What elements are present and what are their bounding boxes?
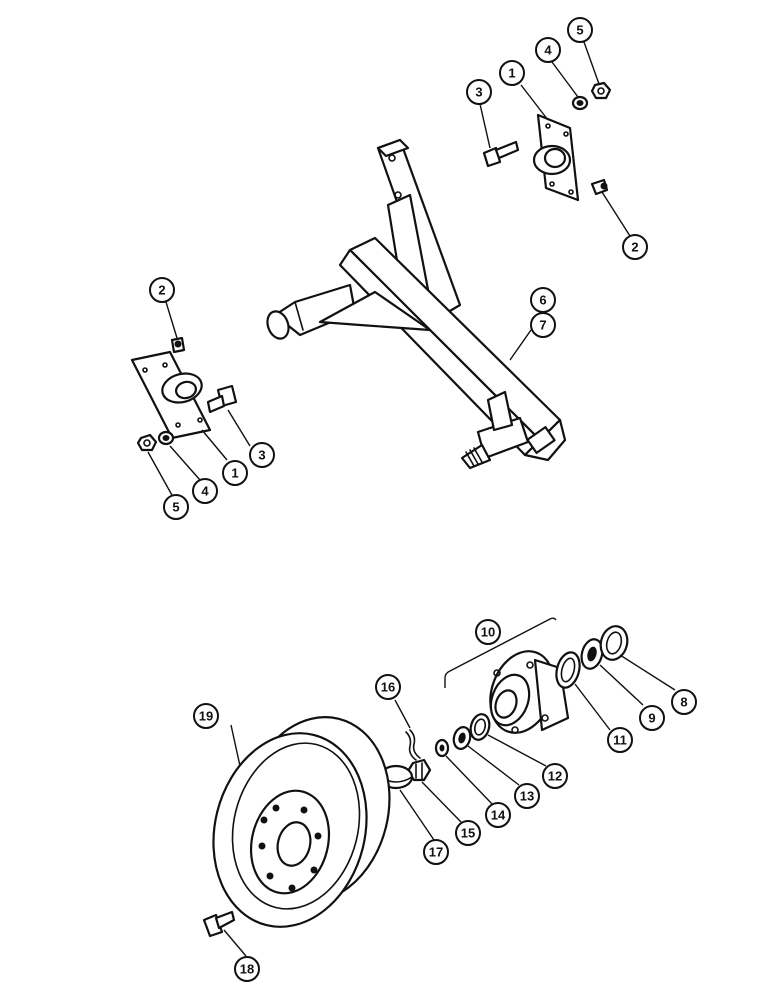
wheel-bolt	[202, 910, 236, 938]
svg-text:15: 15	[461, 826, 475, 841]
bolt-right	[482, 140, 520, 168]
svg-text:10: 10	[481, 625, 495, 640]
svg-text:6: 6	[539, 293, 546, 308]
svg-text:3: 3	[475, 85, 482, 100]
callout-12: 12	[542, 763, 568, 789]
svg-text:14: 14	[491, 808, 506, 823]
svg-text:16: 16	[381, 680, 395, 695]
svg-text:1: 1	[231, 466, 238, 481]
svg-text:1: 1	[508, 66, 515, 81]
svg-text:7: 7	[539, 318, 546, 333]
callout-15: 15	[455, 820, 481, 846]
callout-1-right: 1	[499, 60, 525, 86]
svg-text:5: 5	[172, 500, 179, 515]
callout-16: 16	[375, 674, 401, 700]
svg-text:8: 8	[680, 695, 687, 710]
callout-3-left: 3	[249, 442, 275, 468]
bearing-cone-outer	[580, 638, 604, 670]
grease-fitting-left	[170, 336, 186, 354]
callout-13: 13	[514, 783, 540, 809]
axle-frame	[266, 138, 567, 470]
washer-right	[571, 95, 589, 111]
callout-4-right: 4	[535, 37, 561, 63]
svg-text:17: 17	[429, 845, 443, 860]
bearing-cone-inner	[452, 726, 472, 750]
washer-left	[157, 430, 175, 446]
callout-2-left: 2	[149, 277, 175, 303]
callout-14: 14	[485, 802, 511, 828]
callout-9: 9	[639, 705, 665, 731]
svg-text:4: 4	[201, 484, 209, 499]
callout-3-right: 3	[466, 79, 492, 105]
callout-7: 7	[530, 312, 556, 338]
nut-left	[136, 433, 158, 452]
nut-right	[590, 81, 612, 100]
bolt-left	[206, 384, 238, 414]
svg-text:18: 18	[240, 962, 254, 977]
svg-text:19: 19	[199, 709, 213, 724]
callout-6: 6	[530, 287, 556, 313]
hub-group-bracket	[444, 617, 557, 688]
callout-2-right: 2	[622, 234, 648, 260]
svg-text:12: 12	[548, 769, 562, 784]
callout-5-left: 5	[163, 494, 189, 520]
callout-4-left: 4	[192, 478, 218, 504]
callout-18: 18	[234, 956, 260, 982]
bearing-plate-right	[532, 113, 580, 202]
flat-washer	[434, 738, 450, 758]
hub	[489, 650, 570, 734]
grease-seal	[599, 625, 629, 661]
svg-text:11: 11	[613, 733, 627, 748]
callout-11: 11	[607, 727, 633, 753]
callout-17: 17	[423, 839, 449, 865]
svg-text:9: 9	[648, 711, 655, 726]
svg-text:13: 13	[520, 789, 534, 804]
callout-19: 19	[193, 703, 219, 729]
leader-lines	[147, 41, 676, 957]
callout-5-right: 5	[567, 17, 593, 43]
bearing-plate-left	[130, 350, 212, 440]
callout-1-left: 1	[222, 460, 248, 486]
svg-text:2: 2	[158, 283, 165, 298]
cotter-pin	[405, 729, 421, 761]
svg-text:4: 4	[544, 43, 552, 58]
callout-10: 10	[475, 619, 501, 645]
bearing-cup-outer	[555, 651, 581, 689]
svg-text:3: 3	[258, 448, 265, 463]
svg-text:5: 5	[576, 23, 583, 38]
bearing-cup-inner	[469, 713, 491, 741]
wheel-rim	[212, 716, 391, 928]
callout-8: 8	[671, 689, 697, 715]
grease-fitting-right	[590, 178, 609, 196]
svg-text:2: 2	[631, 240, 638, 255]
